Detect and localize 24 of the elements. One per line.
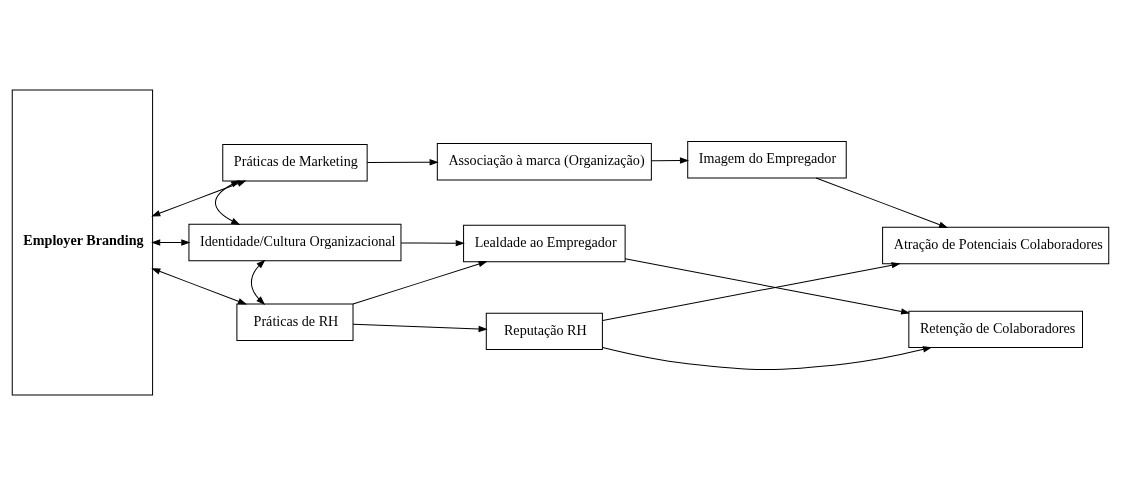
arrow	[250, 259, 266, 305]
arrow	[624, 257, 911, 315]
node-box: Retenção de Colaboradores	[908, 310, 1083, 348]
arrow	[400, 239, 465, 246]
arrow	[352, 260, 488, 305]
arrow	[352, 323, 488, 332]
node-box: Identidade/Cultura Organizacional	[188, 223, 402, 261]
arrow	[366, 158, 439, 165]
node-box: Associação à marca (Organização)	[436, 142, 652, 180]
arrow	[151, 179, 247, 216]
node-box: Reputação RH	[485, 312, 603, 350]
arrow	[214, 179, 241, 225]
arrow	[815, 176, 949, 228]
arrow	[650, 156, 690, 164]
arrow	[602, 345, 933, 370]
node-box: Atração de Potenciais Colaboradores	[882, 226, 1110, 264]
node-box: Lealdade ao Empregador	[463, 224, 626, 262]
node-box: Práticas de Marketing	[222, 143, 368, 181]
node-box: Práticas de RH	[236, 303, 354, 341]
node-box: Employer Branding	[11, 89, 154, 395]
arrow	[151, 238, 191, 246]
arrow	[151, 267, 248, 304]
arrow	[602, 261, 901, 321]
node-box: Imagem do Empregador	[687, 140, 847, 178]
